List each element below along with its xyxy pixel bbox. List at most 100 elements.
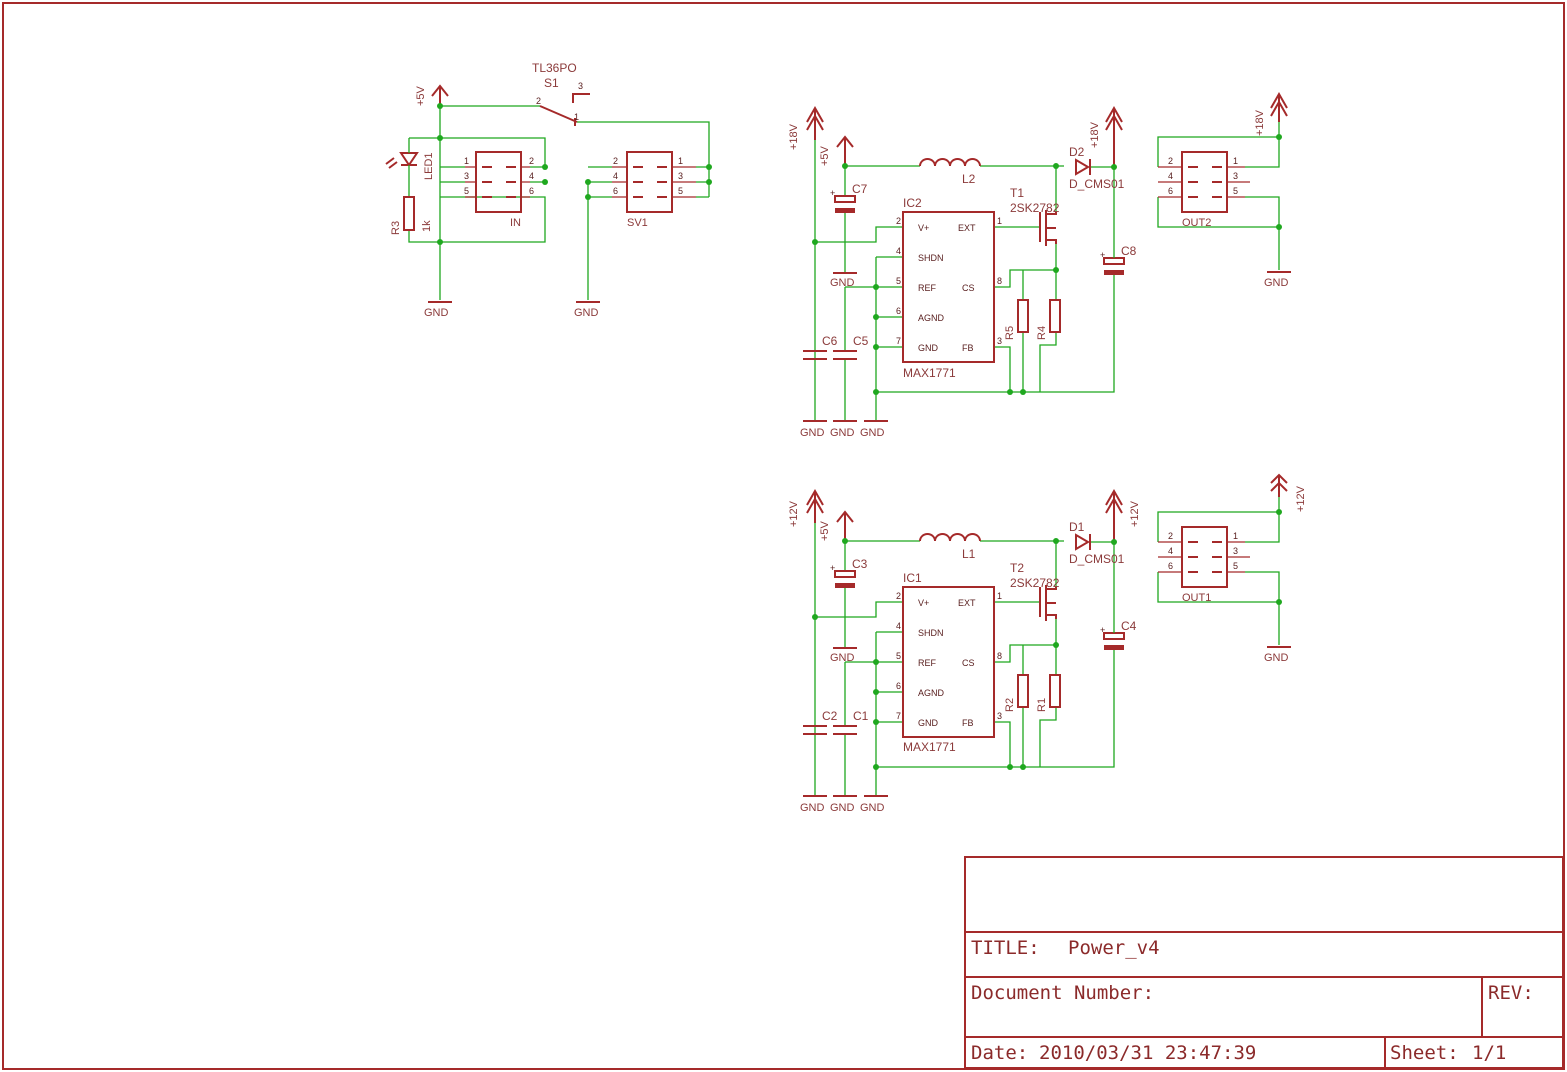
pin-label: SHDN — [918, 628, 944, 638]
gnd-symbol: GND — [830, 647, 857, 664]
ic-ic2: IC2 MAX1771 V+ SHDN REF AGND GND EXT CS … — [896, 196, 1002, 380]
switch-s1: TL36PO S1 2 3 1 — [532, 61, 590, 126]
pin-label: CS — [962, 658, 975, 668]
sheet-label: Sheet: — [1390, 1042, 1459, 1064]
capacitor-c1: C1 — [833, 709, 869, 735]
pin-label: 7 — [896, 336, 901, 346]
switch-value: TL36PO — [532, 61, 577, 75]
gnd-label: GND — [800, 802, 825, 814]
led-name: LED1 — [423, 152, 435, 180]
pin-label: 5 — [678, 186, 683, 196]
switch-name: S1 — [544, 76, 559, 90]
connector-name: OUT2 — [1182, 217, 1211, 229]
supply-label: +18V — [788, 123, 800, 150]
capacitor-c3: + C3 — [830, 557, 868, 588]
gnd-label: GND — [1264, 277, 1289, 289]
pin-label: FB — [962, 343, 974, 353]
resistor-name: R5 — [1004, 326, 1016, 340]
pin-label: 5 — [1233, 186, 1238, 196]
pin-label: 2 — [1168, 156, 1173, 166]
connector-name: SV1 — [627, 217, 648, 229]
pin-label: 3 — [578, 81, 583, 91]
date-value: 2010/03/31 23:47:39 — [1039, 1042, 1256, 1064]
connector-sv1: 2 1 4 3 6 5 SV1 — [612, 151, 696, 229]
pin-label: 3 — [1233, 171, 1238, 181]
gnd-symbol: GND — [830, 272, 857, 289]
title-block: TITLE: Power_v4 Document Number: REV: Da… — [964, 856, 1564, 1069]
resistor-r2: R2 — [1004, 674, 1029, 712]
ic-value: MAX1771 — [903, 740, 956, 754]
pin-label: FB — [962, 718, 974, 728]
pin-label: 3 — [997, 711, 1002, 721]
supply-label: +12V — [788, 500, 800, 527]
pin-label: 8 — [997, 651, 1002, 661]
pin-label: EXT — [958, 598, 976, 608]
pin-label: 2 — [896, 591, 901, 601]
capacitor-name: C1 — [853, 709, 869, 723]
capacitor-c8: + C8 — [1100, 244, 1137, 275]
title-value: Power_v4 — [1068, 937, 1160, 959]
capacitor-name: C7 — [852, 182, 868, 196]
gnd-symbol: GND — [800, 795, 827, 814]
supply-18v: +18V — [1089, 105, 1123, 167]
supply-5v-left: +5V — [415, 84, 449, 106]
pin-label: 3 — [678, 171, 683, 181]
connector-out2: 2 1 4 3 6 5 OUT2 +18V GND — [1157, 91, 1291, 289]
gnd-label: GND — [830, 277, 855, 289]
diode-d1: D1 D_CMS01 — [1069, 520, 1125, 566]
pin-label: AGND — [918, 688, 945, 698]
connector-out1: 2 1 4 3 6 5 OUT1 +12V GND — [1157, 473, 1307, 664]
diode-name: D2 — [1069, 145, 1085, 159]
rev-label: REV: — [1488, 982, 1534, 1004]
supply-label: +18V — [1254, 109, 1266, 136]
capacitor-name: C3 — [852, 557, 868, 571]
capacitor-c5: C5 — [833, 334, 869, 360]
pin-label: 6 — [896, 681, 901, 691]
resistor-r3: R3 1k — [390, 196, 433, 235]
pin-label: 8 — [997, 276, 1002, 286]
pin-label: 6 — [613, 186, 618, 196]
fet-name: T1 — [1010, 186, 1024, 200]
gnd-label: GND — [830, 802, 855, 814]
gnd-symbol: GND — [860, 420, 888, 439]
inductor-l1: L1 — [919, 533, 981, 561]
mosfet-t1: T1 2SK2782 — [1010, 186, 1060, 246]
capacitor-name: C4 — [1121, 619, 1137, 633]
pin-label: 4 — [896, 246, 901, 256]
pin-label: GND — [918, 718, 939, 728]
capacitor-name: C6 — [822, 334, 838, 348]
pin-label: V+ — [918, 598, 929, 608]
resistor-value: 1k — [421, 220, 433, 232]
pin-label: 3 — [997, 336, 1002, 346]
pin-label: REF — [918, 283, 937, 293]
pin-label: 1 — [1233, 531, 1238, 541]
pin-label: V+ — [918, 223, 929, 233]
diode-d2: D2 D_CMS01 — [1069, 145, 1125, 191]
title-label: TITLE: — [971, 937, 1040, 959]
capacitor-c7: + C7 — [830, 182, 868, 213]
polarity-mark: + — [830, 188, 835, 198]
diode-value: D_CMS01 — [1069, 552, 1125, 566]
pin-label: 7 — [896, 711, 901, 721]
pin-label: 5 — [896, 651, 901, 661]
polarity-mark: + — [1100, 250, 1105, 260]
gnd-label: GND — [860, 802, 885, 814]
pin-label: AGND — [918, 313, 945, 323]
inductor-l2: L2 — [919, 158, 981, 186]
capacitor-name: C8 — [1121, 244, 1137, 258]
resistor-r5: R5 — [1004, 299, 1029, 340]
pin-label: 1 — [678, 156, 683, 166]
pin-label: GND — [918, 343, 939, 353]
pin-label: 2 — [529, 156, 534, 166]
pin-label: 4 — [529, 171, 534, 181]
gnd-symbol: GND — [860, 795, 888, 814]
resistor-name: R3 — [390, 221, 402, 235]
pin-label: 6 — [529, 186, 534, 196]
gnd-symbol: GND — [424, 301, 452, 319]
gnd-label: GND — [1264, 652, 1289, 664]
fet-value: 2SK2782 — [1010, 576, 1060, 590]
document-number-label: Document Number: — [971, 982, 1154, 1004]
